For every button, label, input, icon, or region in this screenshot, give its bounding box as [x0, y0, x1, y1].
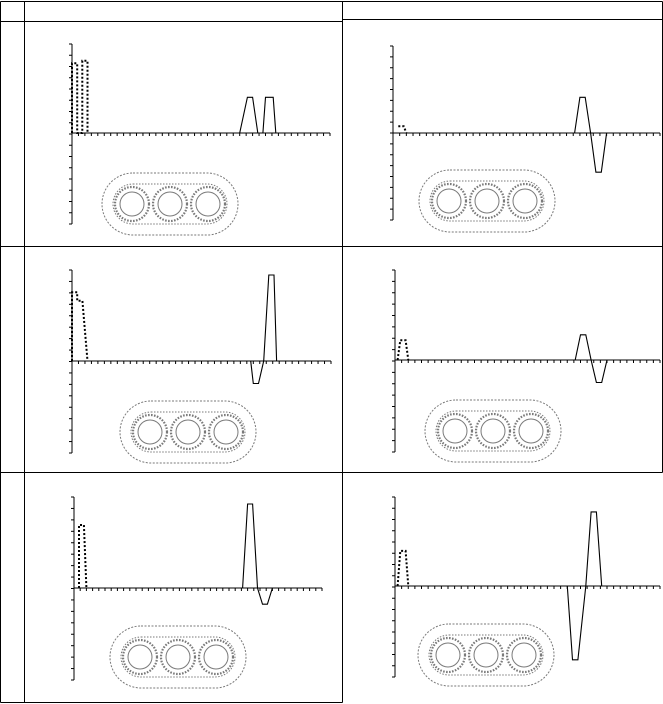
- r1-left-conductor-1-screen: [113, 185, 151, 223]
- panel-r1-right: [390, 45, 661, 233]
- r1-left-y-ticks: [69, 43, 72, 225]
- r3-left-conductor-2-screen: [159, 638, 197, 676]
- r1-left-conductor-2-screen: [151, 185, 189, 223]
- r3-left-cable-cross-section: [109, 625, 247, 689]
- r2-right-outer-sheath: [424, 399, 562, 463]
- r1-right-y-ticks: [390, 45, 393, 221]
- r3-right-conductor-1-core: [435, 642, 461, 668]
- r3-right-outer-sheath: [417, 623, 555, 687]
- r3-left-solid-series: [242, 503, 273, 605]
- r3-left-conductor-3-core: [203, 644, 229, 670]
- r3-left-dashed-series: [78, 524, 88, 589]
- r1-right-outer-sheath: [418, 169, 556, 233]
- r2-left-conductor-3-core: [213, 419, 239, 445]
- r3-left-conductor-3-screen: [197, 638, 235, 676]
- r3-right-conductor-3-screen: [505, 636, 543, 674]
- r2-left-conductor-1-screen: [131, 413, 169, 451]
- r2-right-conductor-2-screen: [474, 412, 512, 450]
- r3-right-conductor-3-core: [511, 642, 537, 668]
- r3-left-conductor-2-core: [165, 644, 191, 670]
- r1-left-solid-series: [239, 96, 277, 134]
- r3-left-conductor-1-screen: [121, 638, 159, 676]
- r1-right-inner-sheath: [429, 180, 545, 222]
- r3-right-conductor-1-screen: [429, 636, 467, 674]
- r3-right-dashed-series: [396, 549, 410, 587]
- r2-right-conductor-3-core: [518, 418, 544, 444]
- panels: [69, 43, 661, 689]
- r3-left-x-ticks: [79, 588, 323, 591]
- r3-left-conductor-1-core: [127, 644, 153, 670]
- r2-left-cable-cross-section: [119, 400, 257, 464]
- r2-right-inner-sheath: [435, 410, 551, 452]
- r1-left-inner-sheath: [112, 183, 228, 225]
- r2-left-solid-series: [250, 274, 278, 385]
- r3-right-cable-cross-section: [417, 623, 555, 687]
- r3-right-x-ticks: [401, 586, 661, 589]
- panel-r2-left: [69, 269, 332, 464]
- r2-right-cable-cross-section: [424, 399, 562, 463]
- r1-right-conductor-1-screen: [430, 182, 468, 220]
- r1-left-cable-cross-section: [101, 172, 239, 236]
- r1-left-conductor-2-core: [157, 191, 183, 217]
- r2-left-outer-sheath: [119, 400, 257, 464]
- r3-right-inner-sheath: [428, 634, 544, 676]
- r3-right-conductor-2-screen: [467, 636, 505, 674]
- panel-r3-left: [71, 496, 323, 689]
- r2-right-conductor-1-screen: [436, 412, 474, 450]
- r1-right-dashed-series: [398, 125, 408, 134]
- r2-right-y-ticks: [392, 269, 395, 453]
- r1-left-dashed-series: [71, 59, 89, 134]
- r3-right-conductor-2-core: [473, 642, 499, 668]
- r3-left-inner-sheath: [120, 636, 236, 678]
- r2-right-dashed-series: [396, 339, 410, 361]
- r2-right-solid-series: [574, 334, 608, 384]
- r1-right-cable-cross-section: [418, 169, 556, 233]
- r1-right-conductor-3-screen: [506, 182, 544, 220]
- r2-left-x-ticks: [77, 361, 332, 364]
- r2-right-conductor-1-core: [442, 418, 468, 444]
- r2-right-x-ticks: [401, 360, 661, 363]
- r1-right-conductor-2-core: [474, 188, 500, 214]
- r1-left-outer-sheath: [101, 172, 239, 236]
- r3-right-solid-series: [566, 511, 603, 661]
- r1-right-conductor-2-screen: [468, 182, 506, 220]
- r2-right-conductor-3-screen: [512, 412, 550, 450]
- r2-left-conductor-2-core: [175, 419, 201, 445]
- panel-r2-right: [392, 269, 661, 463]
- r2-left-conductor-3-screen: [207, 413, 245, 451]
- r3-left-outer-sheath: [109, 625, 247, 689]
- r3-left-y-ticks: [71, 496, 74, 681]
- r1-right-solid-series: [574, 96, 608, 173]
- r2-left-inner-sheath: [130, 411, 246, 453]
- r2-left-conductor-1-core: [137, 419, 163, 445]
- r1-left-conductor-3-screen: [189, 185, 227, 223]
- r1-left-conductor-1-core: [119, 191, 145, 217]
- r2-left-conductor-2-screen: [169, 413, 207, 451]
- r2-left-dashed-series: [71, 291, 89, 362]
- r1-left-conductor-3-core: [195, 191, 221, 217]
- r3-right-y-ticks: [392, 496, 395, 678]
- panel-r1-left: [69, 43, 331, 236]
- r1-right-conductor-1-core: [436, 188, 462, 214]
- r1-right-conductor-3-core: [512, 188, 538, 214]
- panel-r3-right: [392, 496, 661, 687]
- r2-right-conductor-2-core: [480, 418, 506, 444]
